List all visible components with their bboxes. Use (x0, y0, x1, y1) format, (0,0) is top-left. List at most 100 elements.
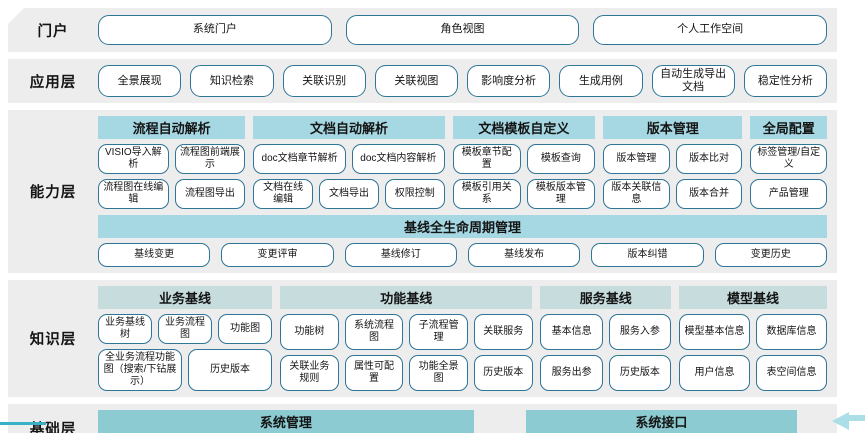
application-layer-label: 应用层 (29, 74, 77, 91)
capability-button[interactable]: 流程图导出 (174, 179, 246, 210)
capability-button[interactable]: 模板章节配置 (452, 144, 521, 175)
capability-groups: 流程自动解析 VISIO导入解析流程图前端展示 流程图在线编辑流程图导出 文档自… (98, 116, 827, 210)
baseline-button[interactable]: 变更评审 (221, 243, 334, 268)
application-button[interactable]: 影响度分析 (467, 65, 551, 98)
knowledge-button[interactable]: 关联服务 (473, 314, 533, 351)
application-button[interactable]: 生成用例 (559, 65, 643, 98)
knowledge-group: 功能基线 功能树系统流程图子流程管理关联服务 关联业务规则属性可配置功能全景图历… (280, 286, 533, 392)
knowledge-button[interactable]: 全业务流程功能图（搜索/下钻展示） (98, 349, 183, 392)
baseline-button[interactable]: 基线发布 (467, 243, 581, 268)
capability-button[interactable]: 模板版本管理 (526, 179, 596, 210)
knowledge-group-header: 模型基线 (679, 286, 828, 310)
capability-button-row: 版本管理版本比对 (603, 144, 743, 175)
layer-application: 应用层 全景展现知识检索关联识别关联视图影响度分析生成用例自动生成导出文档稳定性… (8, 59, 837, 104)
base-group-header: 系统管理 (98, 410, 474, 433)
capability-group-header: 全局配置 (750, 116, 827, 140)
baseline-lifecycle-header: 基线全生命周期管理 (98, 215, 827, 239)
knowledge-groups: 业务基线 业务基线树业务流程图功能图 全业务流程功能图（搜索/下钻展示）历史版本… (98, 286, 828, 392)
left-arrow-tail (847, 415, 865, 421)
capability-button-row: 模板章节配置模板查询 (452, 144, 596, 175)
capability-group-header: 文档模板自定义 (452, 116, 596, 140)
knowledge-button[interactable]: 服务出参 (540, 355, 603, 392)
capability-button[interactable]: 产品管理 (750, 179, 827, 210)
layer-bands: 门户 系统门户角色视图个人工作空间 应用层 全景展现知识检索关联识别关联视图影响… (8, 8, 837, 433)
portal-button[interactable]: 系统门户 (98, 15, 332, 45)
capability-group: 全局配置 标签管理/自定义 产品管理 (750, 116, 827, 210)
knowledge-group-header: 服务基线 (540, 286, 672, 310)
portal-button[interactable]: 角色视图 (345, 15, 580, 45)
capability-button-row: 流程图在线编辑流程图导出 (98, 179, 246, 210)
knowledge-group: 模型基线 模型基本信息数据库信息 用户信息表空间信息 (679, 286, 828, 392)
knowledge-button[interactable]: 系统流程图 (344, 314, 404, 351)
knowledge-button[interactable]: 数据库信息 (756, 314, 828, 351)
knowledge-layer-label: 知识层 (29, 332, 77, 349)
baseline-button[interactable]: 版本纠错 (591, 243, 704, 268)
knowledge-button[interactable]: 基本信息 (540, 314, 603, 351)
portal-button[interactable]: 个人工作空间 (593, 15, 828, 45)
capability-button[interactable]: doc文档章节解析 (253, 144, 346, 175)
capability-button[interactable]: 标签管理/自定义 (750, 144, 827, 175)
capability-button[interactable]: VISIO导入解析 (98, 144, 169, 175)
layer-capability: 能力层 流程自动解析 VISIO导入解析流程图前端展示 流程图在线编辑流程图导出 (8, 110, 837, 274)
base-group: 系统管理 多用户管理权限管理角色管理组织机构管理菜单管理操作日志 (98, 410, 474, 433)
application-button[interactable]: 稳定性分析 (743, 65, 827, 98)
knowledge-button-row: 全业务流程功能图（搜索/下钻展示）历史版本 (98, 349, 273, 392)
capability-button[interactable]: 流程图在线编辑 (98, 179, 169, 210)
knowledge-button[interactable]: 模型基本信息 (679, 314, 751, 351)
capability-button[interactable]: 文档导出 (319, 179, 379, 210)
portal-layer-label: 门户 (37, 23, 69, 40)
knowledge-button[interactable]: 表空间信息 (756, 355, 828, 392)
knowledge-button[interactable]: 历史版本 (608, 355, 672, 392)
knowledge-button[interactable]: 属性可配置 (344, 355, 404, 392)
knowledge-button[interactable]: 用户信息 (679, 355, 751, 392)
layer-portal: 门户 系统门户角色视图个人工作空间 (8, 8, 837, 52)
knowledge-button[interactable]: 功能树 (280, 314, 339, 351)
baseline-lifecycle-group: 基线全生命周期管理 基线变更变更评审基线修订基线发布版本纠错变更历史 (98, 215, 827, 268)
application-button-row: 全景展现知识检索关联识别关联视图影响度分析生成用例自动生成导出文档稳定性分析 (98, 65, 827, 98)
base-layer-label: 基础层 (29, 422, 77, 433)
capability-button[interactable]: 版本合并 (675, 179, 743, 210)
knowledge-button[interactable]: 子流程管理 (409, 314, 468, 351)
capability-button[interactable]: 文档在线编辑 (253, 179, 314, 210)
knowledge-button[interactable]: 功能图 (218, 314, 273, 345)
layer-base: 基础层 系统管理 多用户管理权限管理角色管理组织机构管理菜单管理操作日志 系统接… (8, 404, 837, 433)
application-button[interactable]: 关联视图 (374, 65, 458, 98)
capability-button[interactable]: 版本关联信息 (603, 179, 670, 210)
knowledge-button[interactable]: 业务流程图 (158, 314, 213, 345)
knowledge-button-row: 用户信息表空间信息 (679, 355, 828, 392)
capability-button[interactable]: doc文档内容解析 (351, 144, 445, 175)
capability-button[interactable]: 模板引用关系 (452, 179, 521, 210)
capability-button-row: 产品管理 (750, 179, 827, 210)
baseline-button[interactable]: 变更历史 (714, 243, 827, 268)
capability-button-row: 标签管理/自定义 (750, 144, 827, 175)
knowledge-button-row: 服务出参历史版本 (540, 355, 672, 392)
application-button[interactable]: 关联识别 (282, 65, 366, 98)
capability-button[interactable]: 流程图前端展示 (174, 144, 246, 175)
baseline-button[interactable]: 基线变更 (98, 243, 211, 268)
application-button[interactable]: 全景展现 (98, 65, 182, 98)
baseline-button[interactable]: 基线修订 (344, 243, 457, 268)
capability-button[interactable]: 版本管理 (603, 144, 670, 175)
knowledge-button[interactable]: 业务基线树 (98, 314, 153, 345)
knowledge-button[interactable]: 关联业务规则 (280, 355, 339, 392)
knowledge-button[interactable]: 功能全景图 (409, 355, 468, 392)
baseline-button-row: 基线变更变更评审基线修订基线发布版本纠错变更历史 (98, 243, 827, 268)
application-button[interactable]: 自动生成导出文档 (651, 65, 735, 98)
knowledge-button-row: 关联业务规则属性可配置功能全景图历史版本 (280, 355, 533, 392)
base-group-header: 系统接口 (525, 410, 797, 433)
capability-button[interactable]: 权限控制 (384, 179, 445, 210)
capability-layer-label: 能力层 (29, 185, 77, 202)
knowledge-button-row: 业务基线树业务流程图功能图 (98, 314, 273, 345)
capability-button[interactable]: 版本比对 (675, 144, 743, 175)
knowledge-group-header: 业务基线 (98, 286, 273, 310)
knowledge-button-row: 基本信息服务入参 (540, 314, 672, 351)
knowledge-button[interactable]: 服务入参 (608, 314, 672, 351)
bottom-accent-line (0, 422, 46, 425)
knowledge-button[interactable]: 历史版本 (473, 355, 533, 392)
capability-button[interactable]: 模板查询 (526, 144, 596, 175)
knowledge-button[interactable]: 历史版本 (188, 349, 273, 392)
layer-knowledge: 知识层 业务基线 业务基线树业务流程图功能图 全业务流程功能图（搜索/下钻展示）… (8, 280, 837, 398)
application-button[interactable]: 知识检索 (190, 65, 274, 98)
capability-button-row: 版本关联信息版本合并 (603, 179, 743, 210)
